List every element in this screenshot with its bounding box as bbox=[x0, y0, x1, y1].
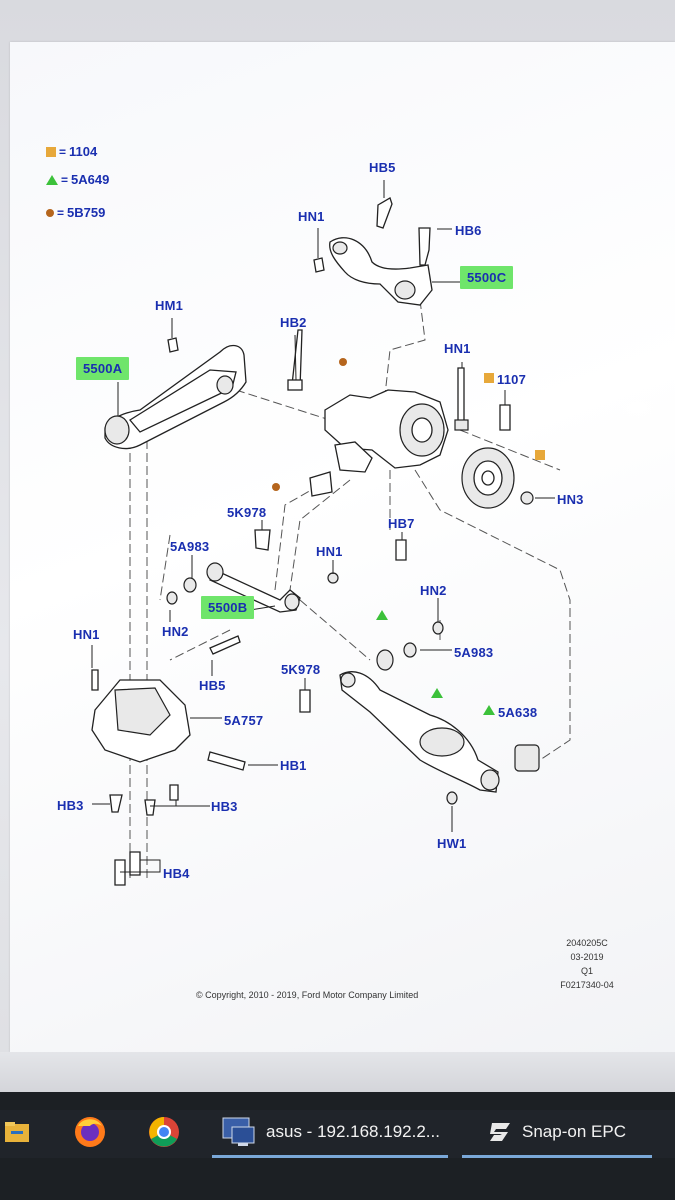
diagram-markers bbox=[272, 358, 545, 715]
label-hn2-right[interactable]: HN2 bbox=[420, 583, 447, 598]
label-hb1[interactable]: HB1 bbox=[280, 758, 307, 773]
label-hb5-low[interactable]: HB5 bbox=[199, 678, 226, 693]
label-5500a[interactable]: 5500A bbox=[76, 357, 130, 380]
label-5500c[interactable]: 5500C bbox=[460, 266, 514, 289]
square-marker-icon bbox=[46, 146, 56, 157]
windows-taskbar: asus - 192.168.192.2... Snap-on EPC bbox=[0, 1092, 675, 1200]
label-hb6[interactable]: HB6 bbox=[455, 223, 482, 238]
legend-label: 5B759 bbox=[67, 205, 106, 220]
legend-item-5a649: = 5A649 bbox=[46, 172, 109, 187]
subframe-bracket bbox=[91, 669, 246, 886]
circle-marker-icon bbox=[46, 208, 54, 217]
label-5a638[interactable]: 5A638 bbox=[498, 705, 538, 720]
chrome-icon bbox=[149, 1117, 179, 1147]
taskbar-app-snapon-label: Snap-on EPC bbox=[522, 1122, 626, 1141]
file-explorer-button[interactable] bbox=[0, 1110, 36, 1154]
suspension-exploded-diagram: .part { fill: #ffffff; stroke: #222; str… bbox=[91, 180, 571, 886]
meta-ref: F0217340-04 bbox=[560, 980, 614, 990]
taskbar-strip bbox=[0, 1110, 675, 1158]
label-hn3[interactable]: HN3 bbox=[557, 492, 584, 507]
label-5500b[interactable]: 5500B bbox=[201, 596, 255, 619]
meta-q: Q1 bbox=[580, 966, 593, 976]
taskbar-app-snapon[interactable]: Snap-on EPC bbox=[462, 1110, 652, 1158]
firefox-button[interactable] bbox=[68, 1110, 112, 1154]
knuckle-assembly bbox=[287, 329, 469, 497]
chrome-button[interactable] bbox=[142, 1110, 186, 1154]
legend-item-5b759: = 5B759 bbox=[46, 205, 105, 220]
label-5k978-top[interactable]: 5K978 bbox=[227, 505, 267, 520]
diagram-meta: 2040205C 03-2019 Q1 F0217340-04 bbox=[552, 936, 622, 992]
firefox-icon bbox=[75, 1117, 105, 1147]
meta-code: 2040205C bbox=[566, 938, 608, 948]
triangle-marker-icon bbox=[46, 174, 58, 185]
wheel-hub bbox=[461, 404, 534, 509]
label-hb7[interactable]: HB7 bbox=[388, 516, 415, 531]
active-indicator bbox=[212, 1155, 448, 1158]
file-explorer-icon bbox=[5, 1122, 29, 1142]
label-hn1-mid[interactable]: HN1 bbox=[316, 544, 343, 559]
taskbar-app-asus-label: asus - 192.168.192.2... bbox=[266, 1122, 440, 1141]
label-hn1-top[interactable]: HN1 bbox=[298, 209, 325, 224]
label-hm1[interactable]: HM1 bbox=[155, 298, 184, 313]
remote-desktop-icon bbox=[222, 1117, 255, 1146]
meta-date: 03-2019 bbox=[570, 952, 604, 962]
upper-arm-5500c bbox=[313, 197, 433, 306]
label-hw1[interactable]: HW1 bbox=[437, 836, 467, 851]
snap-on-logo-icon bbox=[490, 1123, 511, 1141]
label-hb4[interactable]: HB4 bbox=[163, 866, 190, 881]
running-indicator bbox=[462, 1155, 652, 1158]
label-5a983-right[interactable]: 5A983 bbox=[454, 645, 494, 660]
toe-link-5500b bbox=[166, 529, 339, 655]
label-hb2[interactable]: HB2 bbox=[280, 315, 307, 330]
arm-5500a bbox=[104, 337, 247, 450]
screen-bottom-edge bbox=[0, 1052, 675, 1092]
copyright-notice: © Copyright, 2010 - 2019, Ford Motor Com… bbox=[196, 990, 419, 1000]
label-hn1-left[interactable]: HN1 bbox=[73, 627, 100, 642]
label-5a757[interactable]: 5A757 bbox=[224, 713, 264, 728]
legend-label: 1104 bbox=[69, 144, 98, 159]
legend-label: 5A649 bbox=[71, 172, 110, 187]
screen-glare bbox=[600, 385, 675, 430]
label-hb3-left[interactable]: HB3 bbox=[57, 798, 84, 813]
taskbar-app-asus[interactable]: asus - 192.168.192.2... bbox=[212, 1110, 448, 1158]
legend-item-1104: = 1104 bbox=[46, 144, 97, 159]
label-hb3-right[interactable]: HB3 bbox=[211, 799, 238, 814]
label-hn1-right[interactable]: HN1 bbox=[444, 341, 471, 356]
label-hn2-left[interactable]: HN2 bbox=[162, 624, 189, 639]
label-1107[interactable]: 1107 bbox=[497, 372, 527, 387]
label-hb5-top[interactable]: HB5 bbox=[369, 160, 396, 175]
label-5a983-left[interactable]: 5A983 bbox=[170, 539, 210, 554]
lower-control-arm bbox=[299, 539, 540, 805]
label-5k978-low[interactable]: 5K978 bbox=[281, 662, 321, 677]
